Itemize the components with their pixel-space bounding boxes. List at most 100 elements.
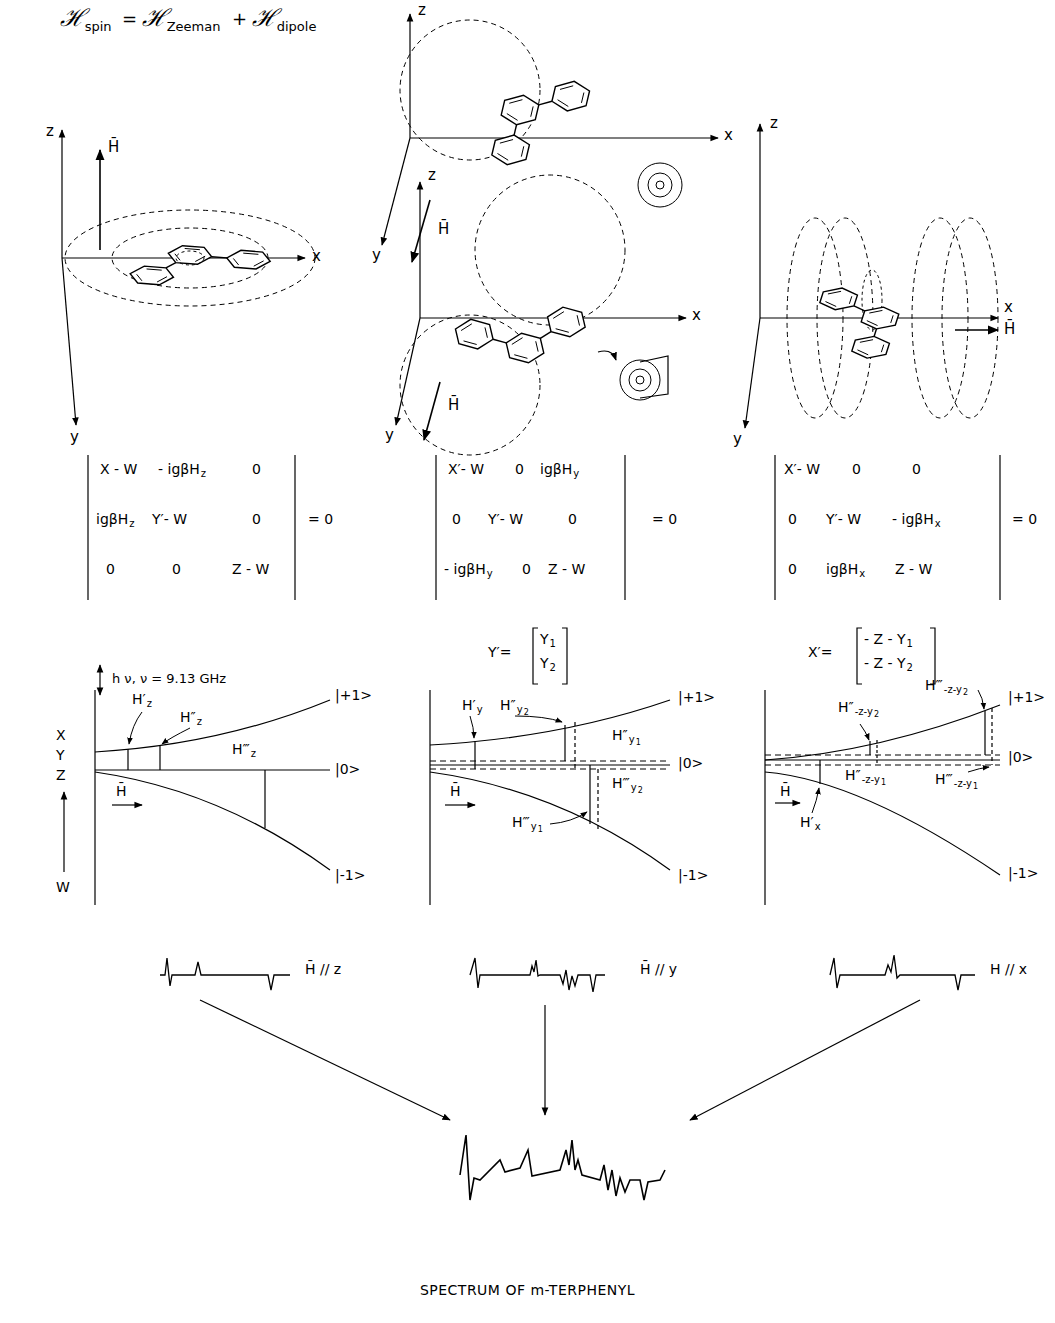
figure-label: ℋ [252,6,277,30]
double-bond [857,350,868,355]
subscript-label: Zeeman [167,20,221,33]
figure-label: |-1> [1008,866,1038,880]
leader [550,812,587,824]
figure-label: h ν, ν = 9.13 GHz [112,672,226,685]
subscript-label: x [935,519,941,529]
figure-label: Z - W [895,562,932,576]
figure-label: = 0 [652,512,677,526]
benzene-ring [130,266,173,285]
figure-label: H̄ [438,222,449,237]
bracket [562,628,567,684]
figure-label: H̄ // z [305,962,341,976]
double-bond [233,258,238,265]
figure-label: W [56,880,70,894]
double-bond [860,340,873,343]
bracket [930,628,935,684]
subscript-label: 2 [874,711,879,719]
figure-label: H″ [500,698,516,712]
figure-label: H″ [612,728,628,742]
leader [968,767,989,772]
figure-label: - Z - Y [864,632,906,646]
double-bond [891,315,893,323]
figure-label: H̄ [450,784,461,798]
subscript-label: 2 [963,689,968,697]
figure-label: ℋ [142,6,167,30]
figure-label: H‴ [612,776,630,790]
double-bond [512,338,523,345]
double-bond [869,310,882,313]
figure-label: y [70,430,79,445]
field-arrow [99,150,101,250]
transition-line [819,760,820,784]
figure-label: x [312,249,321,264]
figure-label: H̄ // y [640,962,677,976]
figure-caption: SPECTRUM OF m-TERPHENYL [0,1282,1055,1298]
leader [162,728,190,744]
transition-line [589,765,590,824]
figure-label: Y′- W [826,512,861,526]
leader [860,724,869,740]
level-curve [95,700,330,752]
figure-label: H // x [990,962,1027,976]
subscript-label: z [147,699,152,709]
double-bond [553,312,564,319]
figure-label: y [733,432,742,447]
figure-label: y [372,248,381,263]
figure-label: H′ [800,815,814,829]
cylinder-body [640,356,668,398]
subscript-label: 1 [538,826,543,834]
determinant-bar [294,455,295,600]
double-bond [849,296,851,304]
benzene-ring [227,250,270,269]
ring-bond [539,101,552,105]
figure-label: |0> [1008,750,1033,764]
subscript-label: y [477,705,483,715]
ring-bond [514,125,516,135]
figure-label: x [1004,300,1013,315]
figure-label: H′ [462,698,476,712]
double-bond [867,321,878,326]
y-axis [62,258,76,425]
double-bond [881,345,883,353]
subscript-label: y [629,735,635,745]
figure-label: |-1> [335,868,365,882]
double-bond [531,106,533,116]
figure-label: H″ [845,768,861,782]
figure-label: = 0 [308,512,333,526]
benzene-ring [492,135,530,165]
figure-label: |0> [678,756,703,770]
determinant-bar [774,455,775,600]
subscript-label: dipole [277,20,317,33]
subscript-label: 2 [638,787,643,795]
transition-line [127,749,128,770]
pointer-arrow [200,1000,450,1120]
figure-label: - Z - Y [864,656,906,670]
subscript-label: z [129,519,134,529]
subscript-label: x [815,822,821,832]
figure-label: |+1> [335,688,372,702]
transition-line [564,725,565,761]
level-curve [765,705,1000,760]
figure-label: H′ [132,692,146,706]
benzene-ring [820,288,858,310]
determinant-bar [624,455,625,600]
double-bond [558,100,569,107]
figure-label: - igβH [158,462,200,476]
double-bond [577,315,579,325]
determinant-bar [999,455,1000,600]
figure-label: 0 [452,512,461,526]
double-bond [556,329,569,333]
quantum-arrow [99,665,100,695]
figure-label: |+1> [1008,690,1045,704]
figure-label: z [770,116,778,131]
figure-label: 0 [252,512,261,526]
cylinder-icon [638,163,682,207]
level-line [765,755,1000,756]
z-axis [759,124,760,318]
subscript-label: -z-y [954,779,972,789]
subscript-label: -z-y [855,707,873,717]
transition-line [869,741,870,755]
cylinder-icon [656,181,664,189]
energy-axis [429,690,430,905]
